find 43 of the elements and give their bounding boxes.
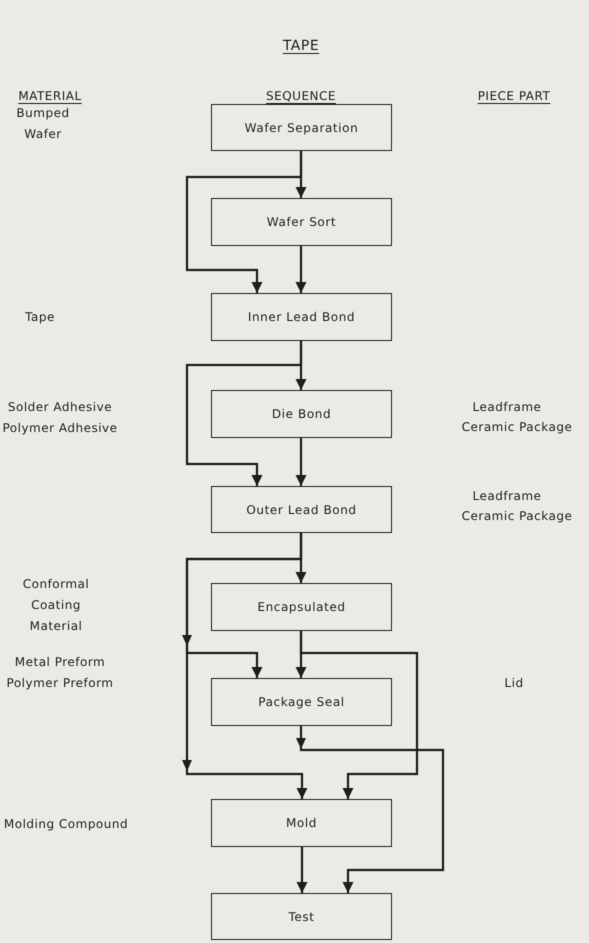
part-label: Ceramic Package xyxy=(460,419,574,436)
material-label: Bumped Wafer xyxy=(15,105,71,143)
process-box xyxy=(211,799,392,847)
arrow xyxy=(186,151,302,293)
step-label: Die Bond xyxy=(272,407,332,421)
arrow xyxy=(296,246,306,293)
step-label: Inner Lead Bond xyxy=(248,310,356,324)
step-label: Encapsulated xyxy=(257,600,346,614)
column-header: PIECE PART xyxy=(476,88,552,105)
title: TAPE xyxy=(282,37,320,56)
part-label: Leadframe xyxy=(472,399,542,416)
part-label: Ceramic Package xyxy=(460,508,574,525)
process-box xyxy=(211,583,392,631)
arrow xyxy=(296,438,306,486)
material-label: Polymer Preform xyxy=(6,675,114,692)
arrow xyxy=(296,847,308,893)
process-box xyxy=(211,893,392,940)
process-box xyxy=(211,486,392,533)
step-label: Mold xyxy=(286,816,318,830)
process-box xyxy=(211,293,392,341)
process-box xyxy=(211,198,392,246)
step-label: Outer Lead Bond xyxy=(246,502,357,516)
arrow xyxy=(186,533,308,799)
arrow xyxy=(186,341,302,486)
material-label: Metal Preform xyxy=(14,654,106,671)
part-label: Lid xyxy=(503,675,525,692)
step-label: Test xyxy=(288,910,315,924)
process-box xyxy=(211,104,392,151)
arrow xyxy=(300,631,418,799)
material-label: Molding Compound xyxy=(2,816,130,833)
column-header: MATERIAL xyxy=(17,88,83,105)
material-label: Solder Adhesive xyxy=(6,399,114,416)
part-label: Leadframe xyxy=(472,488,542,505)
process-box xyxy=(211,678,392,726)
material-label: Tape xyxy=(24,309,56,326)
arrow xyxy=(300,726,444,893)
step-label: Wafer Separation xyxy=(244,120,358,134)
material-label: Polymer Adhesive xyxy=(1,420,119,437)
step-label: Package Seal xyxy=(258,695,345,709)
material-label: Conformal Coating Material xyxy=(22,576,90,635)
process-box xyxy=(211,390,392,438)
step-label: Wafer Sort xyxy=(266,215,336,229)
column-header: SEQUENCE xyxy=(265,88,337,105)
